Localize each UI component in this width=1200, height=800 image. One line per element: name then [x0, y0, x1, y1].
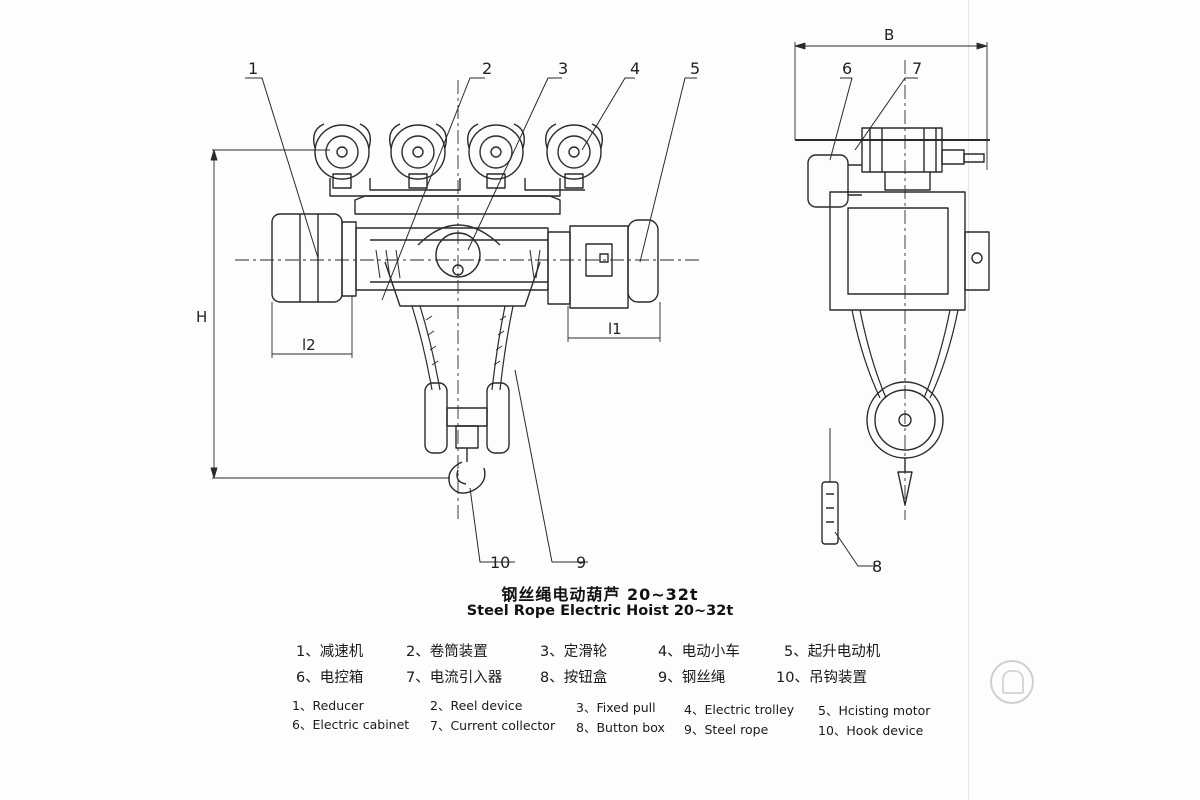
leader-lines: [245, 77, 697, 563]
callout-2: 2: [482, 59, 492, 78]
part-en-7: 7、Current collector: [430, 718, 556, 733]
part-en-1: 1、Reducer: [292, 698, 364, 713]
callout-8: 8: [872, 557, 882, 576]
part-cn-5: 5、起升电动机: [784, 644, 881, 660]
diagram-title-cn: 钢丝绳电动葫芦 20~32t: [501, 585, 699, 604]
dim-label-h: H: [196, 308, 207, 326]
part-en-2: 2、Reel device: [430, 698, 523, 713]
part-cn-3: 3、定滑轮: [540, 644, 608, 660]
side-view: [794, 42, 990, 567]
electric-cabinet: [807, 154, 862, 208]
reel-device: [355, 227, 549, 291]
side-frame: [829, 172, 990, 311]
part-cn-1: 1、减速机: [296, 644, 364, 660]
part-cn-6: 6、电控箱: [296, 670, 364, 686]
dimension-b: [794, 42, 988, 170]
button-box: [821, 428, 839, 545]
callout-6: 6: [842, 59, 852, 78]
dimension-labels: H B l2 l1: [196, 26, 894, 354]
hoisting-motor: [547, 219, 659, 309]
dimension-h: [210, 149, 450, 479]
part-cn-4: 4、电动小车: [658, 644, 740, 660]
part-en-3: 3、Fixed pull: [576, 700, 656, 715]
reducer: [271, 213, 357, 303]
part-cn-10: 10、吊钩装置: [776, 670, 867, 686]
dimension-l1: [567, 302, 661, 342]
dim-label-l2: l2: [302, 336, 316, 354]
part-en-8: 8、Button box: [576, 720, 665, 735]
part-en-6: 6、Electric cabinet: [292, 717, 410, 732]
part-cn-7: 7、电流引入器: [406, 670, 503, 686]
side-trolley: [861, 127, 985, 173]
part-en-4: 4、Electric trolley: [684, 702, 795, 717]
steel-rope: [411, 305, 514, 391]
callout-5: 5: [690, 59, 700, 78]
part-en-5: 5、Hcisting motor: [818, 703, 931, 718]
dim-label-l1: l1: [608, 320, 622, 338]
part-cn-9: 9、钢丝绳: [658, 670, 726, 686]
diagram-title-en: Steel Rope Electric Hoist 20~32t: [466, 603, 734, 619]
callout-4: 4: [630, 59, 640, 78]
dimension-l2: [271, 296, 353, 358]
front-view: [210, 77, 700, 563]
dim-label-b: B: [884, 26, 894, 44]
callout-3: 3: [558, 59, 568, 78]
center-lines: [235, 80, 700, 520]
callout-labels: 1 2 3 4 5 6 7 8 9 10: [248, 59, 922, 576]
callout-7: 7: [912, 59, 922, 78]
side-hook-block: [866, 381, 944, 506]
part-en-9: 9、Steel rope: [684, 722, 769, 737]
hook-device: [424, 382, 510, 494]
hoist-diagram: 1 2 3 4 5 6 7 8 9 10 H B l2 l1: [196, 26, 990, 576]
page-edge-rule: [968, 0, 969, 800]
trolley-frame: [354, 195, 561, 215]
part-cn-2: 2、卷筒装置: [406, 644, 488, 660]
trolley-wheels: [312, 123, 604, 189]
callout-10: 10: [490, 553, 510, 572]
callout-9: 9: [576, 553, 586, 572]
callout-1: 1: [248, 59, 258, 78]
fixed-pulley: [384, 224, 541, 307]
part-cn-8: 8、按钮盒: [540, 670, 608, 686]
part-en-10: 10、Hook device: [818, 723, 924, 738]
brand-stamp-icon: [990, 660, 1034, 704]
